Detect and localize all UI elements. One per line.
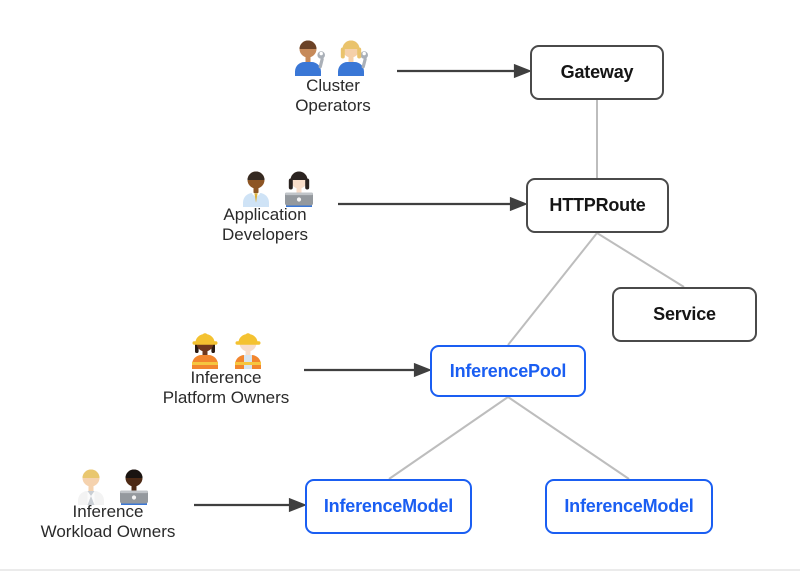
node-httproute: HTTPRoute [526, 178, 669, 233]
inference-workload-owners-label: Inference Workload Owners [8, 502, 208, 542]
node-service: Service [612, 287, 757, 342]
tree-edges [388, 100, 685, 480]
inference-workload-owners-figures [71, 465, 154, 505]
inference-platform-owners-figures [185, 329, 268, 369]
node-inferencemodel-2: InferenceModel [545, 479, 713, 534]
application-developers-figures [236, 167, 319, 207]
cluster-operators-figures [288, 36, 371, 76]
person-health-worker-icon [78, 469, 104, 505]
inference-platform-owners-label-line1: Inference [190, 368, 262, 387]
application-developers-label-line1: Application [223, 205, 307, 224]
man-office-worker-icon [243, 171, 269, 207]
man-technologist-icon [120, 469, 148, 505]
node-gateway: Gateway [530, 45, 664, 100]
arrowhead-inferencemodel [288, 497, 308, 513]
woman-construction-worker-icon [192, 333, 218, 369]
edge-httproute-service [596, 232, 685, 288]
inference-workload-owners-label-line2: Workload Owners [40, 522, 176, 541]
inference-platform-owners-label-line2: Platform Owners [162, 388, 290, 407]
cluster-operators-label-line1: Cluster [306, 76, 360, 95]
application-developers-label-line2: Developers [222, 225, 308, 244]
application-developers-label: Application Developers [185, 205, 345, 245]
cluster-operators-label: Cluster Operators [253, 76, 413, 116]
edge-inferencepool-inferencemodel-2 [507, 396, 630, 480]
persona-arrows [194, 63, 533, 513]
woman-mechanic-icon [338, 40, 368, 76]
inference-workload-owners-label-line1: Inference [72, 502, 144, 521]
node-inferencepool: InferencePool [430, 345, 586, 397]
inference-platform-owners-label: Inference Platform Owners [126, 368, 326, 408]
woman-technologist-icon [285, 171, 313, 207]
edge-httproute-inferencepool [507, 232, 598, 346]
arrowhead-inferencepool [413, 362, 433, 378]
edge-inferencepool-inferencemodel-1 [388, 396, 509, 480]
man-mechanic-icon [295, 40, 325, 76]
bottom-divider [0, 569, 800, 571]
node-inferencemodel-1: InferenceModel [305, 479, 472, 534]
arrowhead-gateway [513, 63, 533, 79]
man-construction-worker-icon [235, 333, 261, 369]
arrowhead-httproute [509, 196, 529, 212]
cluster-operators-label-line2: Operators [295, 96, 371, 115]
